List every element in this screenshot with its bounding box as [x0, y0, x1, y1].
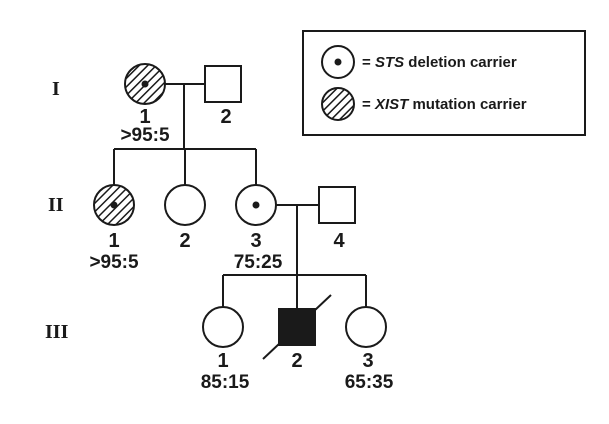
- carrier-dot-icon: [334, 58, 342, 66]
- individual-II-4: 4: [318, 186, 356, 252]
- legend-sts-label: = STS deletion carrier: [362, 54, 517, 71]
- x-inactivation-ratio: >95:5: [89, 252, 139, 273]
- individual-I-2: 2: [204, 65, 242, 128]
- individual-number: 1: [108, 230, 119, 252]
- legend-item-xist: = XIST mutation carrier: [321, 87, 527, 121]
- legend-xist-label: = XIST mutation carrier: [362, 96, 527, 113]
- legend-frame: [302, 30, 586, 136]
- individual-III-3: 3 65:35: [345, 306, 394, 393]
- individual-number: 1: [217, 350, 228, 372]
- pedigree-lines: [113, 83, 367, 308]
- x-inactivation-ratio: 75:25: [234, 252, 283, 273]
- individual-number: 1: [139, 106, 150, 128]
- individual-II-3: 3 75:25: [234, 184, 283, 273]
- individual-number: 3: [250, 230, 261, 252]
- individual-II-2: 2: [164, 184, 206, 252]
- x-inactivation-ratio: 65:35: [345, 372, 394, 393]
- female-symbol: [202, 306, 244, 348]
- generation-label-1: I: [52, 78, 60, 100]
- individual-II-1: 1 >95:5: [89, 184, 139, 273]
- x-inactivation-ratio: 85:15: [201, 372, 250, 393]
- xist-carrier-symbol: [321, 87, 355, 121]
- carrier-dot-icon: [141, 80, 149, 88]
- female-symbol: [345, 306, 387, 348]
- individual-number: 2: [291, 350, 302, 372]
- x-inactivation-ratio: >95:5: [120, 125, 170, 146]
- individual-number: 4: [333, 230, 345, 252]
- legend: = STS deletion carrier = XIST mutation c…: [302, 30, 586, 136]
- deceased-slash-icon: [262, 294, 332, 360]
- individual-number: 2: [179, 230, 190, 252]
- male-symbol: [318, 186, 356, 224]
- generation-label-2: II: [48, 194, 64, 216]
- male-symbol: [204, 65, 242, 103]
- female-symbol: [164, 184, 206, 226]
- individual-number: 2: [220, 106, 231, 128]
- carrier-dot-icon: [252, 201, 260, 209]
- legend-item-sts: = STS deletion carrier: [321, 45, 517, 79]
- individual-I-1: 1 >95:5: [120, 63, 170, 146]
- individual-III-2: 2: [262, 294, 332, 372]
- carrier-dot-icon: [110, 201, 118, 209]
- sts-carrier-symbol: [321, 45, 355, 79]
- individual-number: 3: [362, 350, 373, 372]
- individual-III-1: 1 85:15: [201, 306, 250, 393]
- generation-label-3: III: [45, 321, 69, 343]
